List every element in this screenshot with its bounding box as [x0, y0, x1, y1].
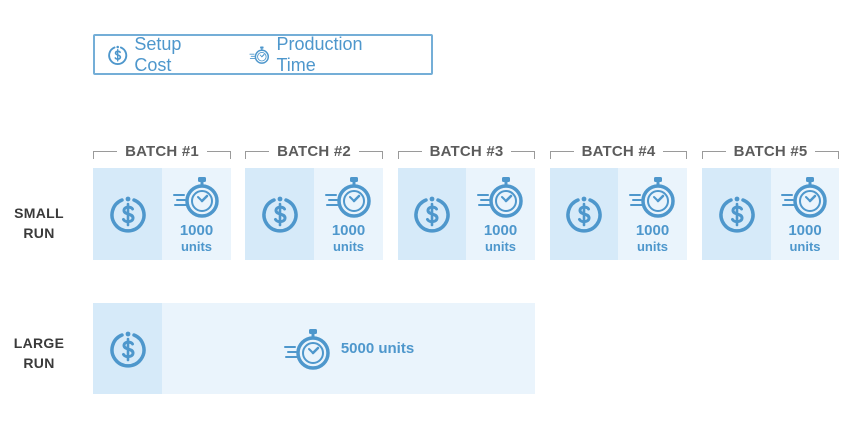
stopwatch-icon [476, 176, 523, 218]
units-label: units [332, 238, 365, 254]
batch-title: BATCH #4 [581, 142, 656, 160]
units-label: units [636, 238, 669, 254]
stopwatch-icon [628, 176, 675, 218]
units-label: units [789, 238, 821, 254]
units-label: units [180, 238, 213, 254]
units-value: 1000 [331, 221, 366, 239]
small-run-setup-cost-cell [93, 168, 162, 260]
stopwatch-icon [781, 176, 827, 218]
large-run-setup-cost-cell [93, 303, 162, 394]
small-run-setup-cost-cell [550, 168, 618, 260]
small-run-label: SMALL RUN [14, 205, 64, 241]
small-run-production-time-cell: 1000 units [162, 168, 231, 260]
stopwatch-icon [283, 328, 330, 370]
legend-item-setup-cost: Setup Cost [107, 34, 221, 76]
stopwatch-icon [172, 176, 219, 218]
dollar-cycle-icon [718, 196, 755, 233]
legend: Setup Cost Production Time [93, 34, 433, 75]
units-value: 1000 [635, 221, 670, 239]
batch-title: BATCH #3 [429, 142, 504, 160]
legend-label: Production Time [276, 33, 363, 75]
small-run-setup-cost-cell [398, 168, 466, 260]
small-run-setup-cost-cell [702, 168, 771, 260]
dollar-cycle-icon [414, 196, 450, 233]
stopwatch-icon [324, 176, 371, 218]
legend-label: Setup Cost [134, 33, 182, 75]
batch-title: BATCH #5 [733, 142, 808, 160]
batch-title: BATCH #1 [125, 142, 199, 160]
batch-header-1: BATCH #1 [93, 141, 231, 161]
stopwatch-icon [249, 45, 270, 64]
small-run-production-time-cell: 1000 units [618, 168, 687, 260]
units-value: 1000 [788, 221, 822, 239]
small-run-production-time-cell: 1000 units [466, 168, 535, 260]
large-run-label: LARGE RUN [13, 335, 65, 371]
dollar-cycle-icon [109, 196, 146, 233]
dollar-cycle-icon [108, 45, 128, 65]
legend-item-production-time: Production Time [249, 34, 403, 76]
large-run-units: 5000 units [340, 340, 415, 357]
batch-header-5: BATCH #5 [702, 141, 839, 161]
dollar-cycle-icon [109, 331, 146, 367]
batch-title: BATCH #2 [277, 142, 351, 160]
small-run-setup-cost-cell [245, 168, 314, 260]
dollar-cycle-icon [261, 196, 298, 233]
small-run-production-time-cell: 1000 units [314, 168, 383, 260]
small-run-production-time-cell: 1000 units [771, 168, 839, 260]
units-value: 1000 [179, 221, 214, 239]
units-label: units [484, 238, 517, 254]
dollar-cycle-icon [566, 196, 602, 233]
batch-header-3: BATCH #3 [398, 141, 535, 161]
units-value: 1000 [483, 221, 518, 239]
large-run-production-time-cell: 5000 units [162, 303, 535, 394]
batch-header-4: BATCH #4 [550, 141, 687, 161]
batch-header-2: BATCH #2 [245, 141, 383, 161]
